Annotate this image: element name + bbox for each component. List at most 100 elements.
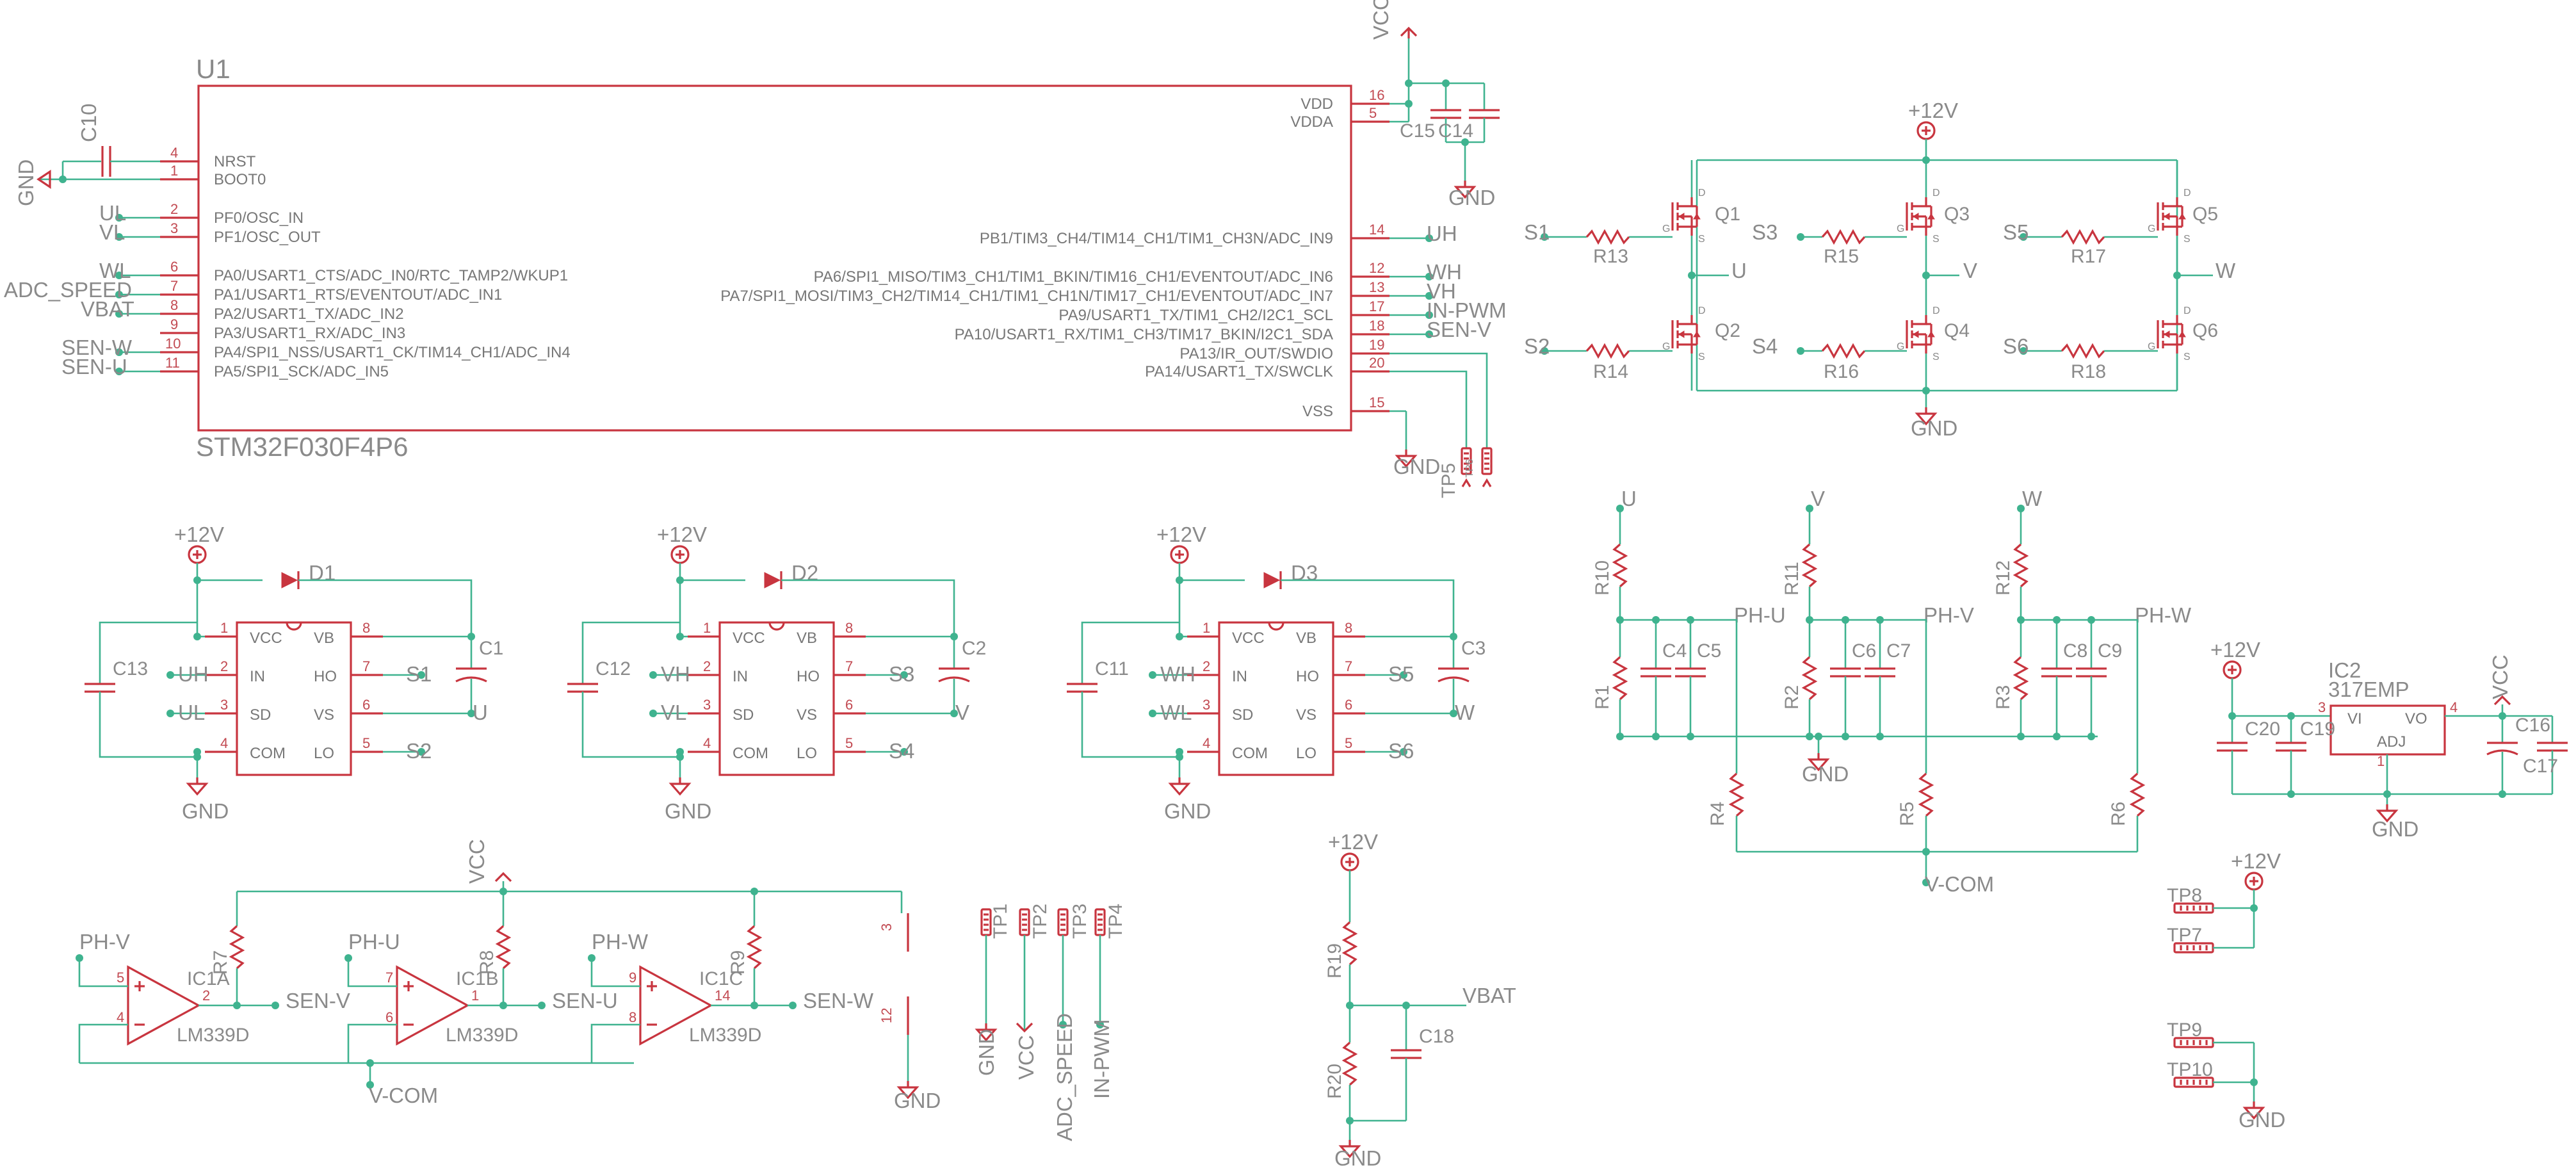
pin-letter: G bbox=[1897, 223, 1904, 234]
net-label: WL bbox=[99, 259, 131, 282]
driver-pin-name: LO bbox=[1296, 745, 1316, 762]
net-label: VH bbox=[661, 662, 690, 686]
driver-pin-name: LO bbox=[797, 745, 817, 762]
phase-label: W bbox=[1455, 701, 1475, 724]
driver-pin-name: VB bbox=[797, 630, 817, 647]
vcom-label: V-COM bbox=[369, 1084, 438, 1107]
driver-pin-name: LO bbox=[314, 745, 334, 762]
pin-letter: S bbox=[2183, 234, 2191, 245]
tp-ref: TP8 bbox=[2167, 885, 2202, 906]
net-label: UL bbox=[178, 701, 205, 724]
reg-value: 317EMP bbox=[2328, 678, 2410, 701]
vcc-label: VCC bbox=[1369, 0, 1393, 40]
pin-letter: G bbox=[1662, 223, 1670, 234]
pin-name: PA7/SPI1_MOSI/TIM3_CH2/TIM14_CH1/TIM1_CH… bbox=[720, 288, 1333, 305]
vbat-divider: +12V VBAT GND R19 R20 C18 bbox=[1324, 830, 1516, 1170]
pin-letter: G bbox=[2148, 223, 2155, 234]
pin-letter: S bbox=[2183, 352, 2191, 362]
pin-num: 5 bbox=[845, 735, 853, 751]
net-label: IN-PWM bbox=[1427, 298, 1507, 322]
pin-num: 6 bbox=[170, 259, 178, 275]
driver-pin-name: VCC bbox=[733, 630, 765, 647]
pin-num: 20 bbox=[1369, 355, 1384, 371]
pin-num: 2 bbox=[170, 201, 178, 217]
cap-ref: C13 bbox=[113, 658, 148, 679]
pin-letter: S bbox=[1932, 352, 1940, 362]
gnd-label: GND bbox=[2372, 817, 2418, 841]
reg-ref: IC2 bbox=[2328, 658, 2361, 682]
comparator-power-unit: 3 12 GND bbox=[879, 891, 941, 1112]
pin-num: 1 bbox=[2377, 753, 2385, 769]
driver-pin-name: HO bbox=[1296, 668, 1319, 685]
pin-num: 13 bbox=[1369, 279, 1384, 295]
net-label: UL bbox=[99, 201, 126, 225]
pin-num: 6 bbox=[1345, 697, 1352, 713]
pin-num: 3 bbox=[879, 923, 895, 931]
comparator-ref: IC1A bbox=[187, 968, 230, 989]
phase-label: V bbox=[955, 701, 969, 724]
gate-label: S3 bbox=[889, 662, 914, 686]
pin-num: 5 bbox=[1369, 105, 1377, 121]
pin-num: 5 bbox=[362, 735, 370, 751]
mcu-right-nets: UH WH VH IN-PWM SEN-V bbox=[1389, 222, 1507, 341]
driver-pin-name: VB bbox=[314, 630, 334, 647]
res-ref: R11 bbox=[1781, 562, 1802, 596]
supply-label: +12V bbox=[1156, 523, 1206, 546]
net-label: SEN-V bbox=[1427, 318, 1491, 341]
gnd-label: GND bbox=[1393, 455, 1440, 478]
pin-name: BOOT0 bbox=[214, 171, 266, 188]
pin-name: PF1/OSC_OUT bbox=[214, 229, 321, 246]
sense-out-label: PH-V bbox=[1924, 603, 1974, 627]
res-ref: R16 bbox=[1824, 361, 1859, 382]
driver-pin-name: VS bbox=[1296, 706, 1316, 724]
pin-name: PA4/SPI1_NSS/USART1_CK/TIM14_CH1/ADC_IN4 bbox=[214, 344, 571, 361]
reg-pin-name: VO bbox=[2405, 710, 2427, 727]
net-label: WL bbox=[1160, 701, 1192, 724]
tp2: TP2 VCC bbox=[1014, 904, 1051, 1080]
tp-ref: TP7 bbox=[2167, 925, 2202, 946]
cap-ref: C2 bbox=[962, 638, 986, 659]
driver-pin-name: VS bbox=[314, 706, 334, 724]
net-label: SEN-U bbox=[61, 355, 127, 378]
cap-ref: C15 bbox=[1400, 120, 1435, 142]
mosfet-ref: Q4 bbox=[1944, 320, 1970, 341]
comparator-value: LM339D bbox=[177, 1025, 249, 1046]
pin-name: PA3/USART1_RX/ADC_IN3 bbox=[214, 325, 405, 342]
net-label: WH bbox=[1427, 260, 1462, 284]
sense-out-label: PH-W bbox=[2135, 603, 2192, 627]
c10-ref: C10 bbox=[77, 103, 101, 142]
pin-name: PA13/IR_OUT/SWDIO bbox=[1179, 345, 1333, 362]
pin-num: 8 bbox=[1345, 620, 1352, 636]
pin-name: VDD bbox=[1300, 95, 1333, 113]
mosfet-pin-letters: D S G D S G D S G D S G D S G D S G bbox=[1662, 188, 2191, 362]
gnd-label: GND bbox=[2239, 1108, 2285, 1132]
net-label: SEN-W bbox=[803, 989, 874, 1012]
mosfet-bridge: +12V GND U S1 S2 R13 R14 Q1 Q2 bbox=[1524, 99, 2236, 440]
res-ref: R12 bbox=[1993, 560, 2014, 596]
driver-pin-name: HO bbox=[797, 668, 820, 685]
diode-ref: D3 bbox=[1291, 561, 1318, 585]
res-ref: R6 bbox=[2108, 802, 2129, 826]
tp1: TP1 GND bbox=[975, 904, 1011, 1076]
regulator-ic2: +12V VI VO ADJ 3 4 1 IC2 317EMP VCC GND … bbox=[2210, 638, 2569, 841]
net-label: PH-W bbox=[592, 930, 649, 954]
res-ref: R10 bbox=[1592, 560, 1613, 596]
gate-label: S2 bbox=[1524, 334, 1550, 358]
supply-label: +12V bbox=[657, 523, 707, 546]
pin-num: 4 bbox=[220, 735, 228, 751]
driver-pin-name: SD bbox=[250, 706, 271, 724]
vcc-label: VCC bbox=[2488, 654, 2512, 699]
comparator-value: LM339D bbox=[689, 1025, 761, 1046]
gnd-label: GND bbox=[1334, 1146, 1381, 1170]
pin-letter: D bbox=[1698, 305, 1706, 316]
pin-num: 7 bbox=[1345, 658, 1352, 674]
pin-num: 14 bbox=[1369, 222, 1384, 238]
cap-ref: C17 bbox=[2523, 756, 2558, 777]
reg-pin-name: ADJ bbox=[2377, 733, 2406, 751]
diode-ref: D1 bbox=[309, 561, 336, 585]
